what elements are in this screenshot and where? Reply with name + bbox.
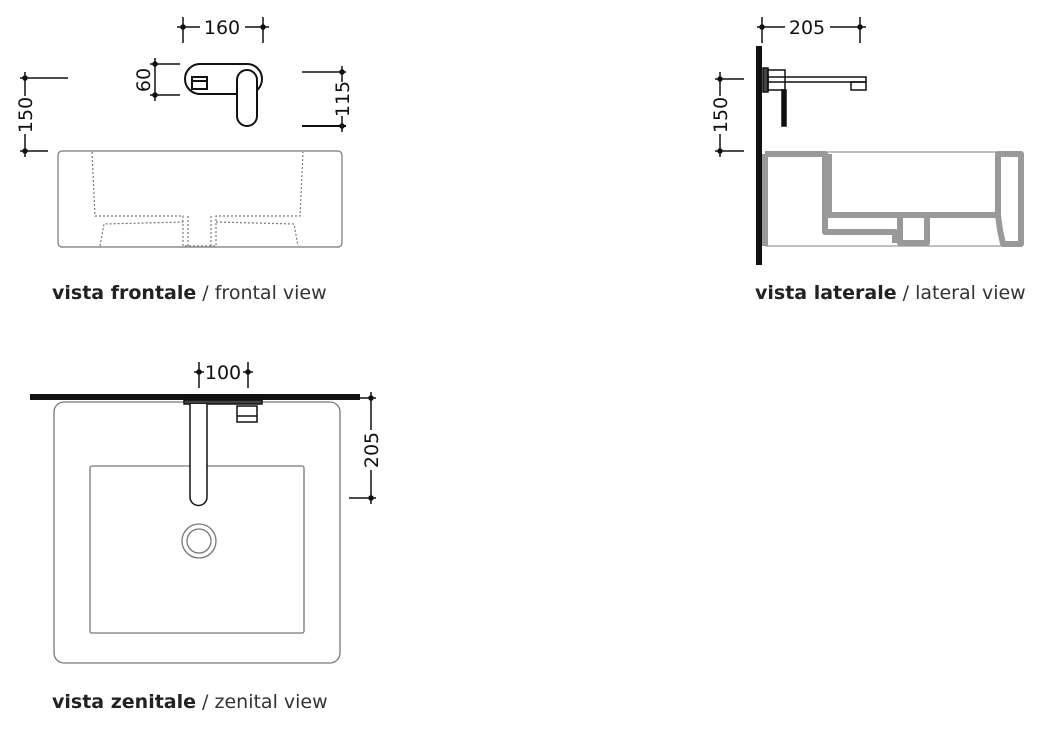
caption-lateral-en: lateral view	[915, 282, 1026, 304]
faucet-side	[762, 67, 867, 127]
dim-frontal-plate-height: 60	[133, 58, 180, 101]
caption-zenital: vista zenitale / zenital view	[52, 691, 328, 713]
caption-separator: /	[196, 691, 215, 713]
lateral-view: 205 150	[710, 17, 1024, 265]
svg-text:100: 100	[205, 362, 241, 384]
frontal-view: 160 60 115 150	[15, 17, 354, 248]
caption-frontal-it: vista frontale	[52, 282, 197, 304]
dim-frontal-width: 160	[177, 17, 269, 43]
caption-frontal: vista frontale / frontal view	[52, 282, 327, 304]
dim-frontal-mount-height: 150	[15, 72, 68, 157]
faucet-front	[184, 63, 263, 127]
caption-zenital-en: zenital view	[214, 691, 328, 713]
wall	[756, 46, 762, 265]
caption-separator: /	[196, 282, 215, 304]
svg-text:115: 115	[332, 81, 354, 117]
caption-frontal-en: frontal view	[214, 282, 327, 304]
dim-zenital-spacing: 100	[194, 362, 253, 388]
caption-lateral: vista laterale / lateral view	[755, 282, 1026, 304]
svg-text:150: 150	[15, 97, 37, 133]
basin-front	[57, 150, 343, 248]
svg-text:205: 205	[789, 17, 825, 39]
faucet-top	[183, 399, 263, 507]
zenital-view: 100 205	[30, 362, 383, 664]
dim-frontal-lever-height: 115	[302, 66, 354, 132]
caption-lateral-it: vista laterale	[755, 282, 897, 304]
svg-text:160: 160	[204, 17, 240, 39]
wall-top	[30, 394, 360, 400]
svg-text:150: 150	[710, 97, 732, 133]
svg-text:60: 60	[133, 68, 155, 92]
svg-text:205: 205	[361, 432, 383, 468]
dim-lateral-mount-height: 150	[710, 72, 744, 157]
dim-lateral-projection: 205	[757, 17, 866, 43]
basin-section	[762, 151, 1024, 247]
dim-zenital-projection: 205	[349, 392, 383, 504]
caption-zenital-it: vista zenitale	[52, 691, 197, 713]
caption-separator: /	[896, 282, 916, 304]
